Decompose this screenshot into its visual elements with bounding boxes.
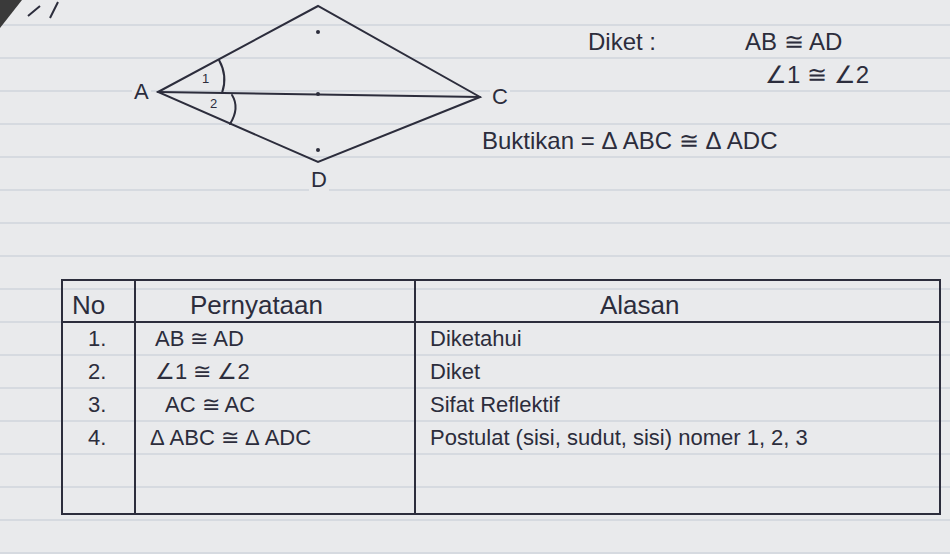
angle-number: 2 bbox=[208, 97, 219, 111]
table-cell: AC ≅ AC bbox=[165, 388, 255, 421]
row-number: 3. bbox=[88, 388, 106, 421]
row-number: 1. bbox=[88, 322, 106, 355]
ruled-line bbox=[0, 552, 950, 553]
ruled-line bbox=[0, 519, 950, 520]
vertex-label: C bbox=[490, 85, 510, 109]
row-number: 2. bbox=[88, 355, 106, 388]
ruled-line bbox=[0, 354, 950, 355]
tick-dot bbox=[316, 92, 320, 96]
table-cell: Postulat (sisi, sudut, sisi) nomer 1, 2,… bbox=[430, 421, 810, 454]
angle-arc bbox=[219, 60, 224, 93]
given-statement: AB ≅ AD bbox=[745, 25, 842, 58]
table-header: Pernyataan bbox=[190, 289, 323, 322]
ruled-line bbox=[0, 387, 950, 388]
table-cell: Sifat Reflektif bbox=[430, 388, 560, 421]
vertex-label: A bbox=[132, 80, 151, 104]
table-cell: Δ ABC ≅ Δ ADC bbox=[150, 421, 311, 454]
row-number: 4. bbox=[88, 421, 106, 454]
ruled-line bbox=[0, 189, 950, 190]
ruled-line bbox=[0, 288, 950, 289]
given-heading: Diket : bbox=[588, 25, 656, 58]
table-cell: Diketahui bbox=[430, 322, 522, 355]
tick-dot bbox=[316, 30, 320, 34]
table-cell: AB ≅ AD bbox=[155, 322, 244, 355]
table-cell: Diket bbox=[430, 355, 480, 388]
angle-number: 1 bbox=[200, 72, 211, 86]
table-border bbox=[62, 280, 940, 514]
table-column-line bbox=[134, 280, 136, 514]
given-statement: ∠1 ≅ ∠2 bbox=[765, 58, 869, 91]
ruled-line bbox=[0, 24, 950, 25]
ruled-line bbox=[0, 321, 950, 322]
prove-statement: Buktikan = Δ ABC ≅ Δ ADC bbox=[482, 124, 778, 157]
table-header: Alasan bbox=[600, 289, 680, 322]
angle-arc bbox=[230, 95, 236, 124]
ruled-line bbox=[0, 453, 950, 454]
diagonal-ac bbox=[158, 92, 480, 97]
ruled-line bbox=[0, 156, 950, 157]
ruled-line bbox=[0, 486, 950, 487]
table-header: No bbox=[72, 289, 105, 322]
vertex-label: D bbox=[309, 168, 329, 192]
table-cell: ∠1 ≅ ∠2 bbox=[155, 355, 250, 388]
ruled-line bbox=[0, 123, 950, 124]
ruled-line bbox=[0, 222, 950, 223]
table-header-line bbox=[62, 321, 940, 323]
photo-corner bbox=[0, 0, 22, 28]
quadrilateral bbox=[158, 6, 480, 162]
ruled-line bbox=[0, 255, 950, 256]
table-column-line bbox=[414, 280, 416, 514]
ruled-line bbox=[0, 57, 950, 58]
ruled-line bbox=[0, 420, 950, 421]
scribble bbox=[28, 2, 58, 18]
tick-dot bbox=[316, 148, 320, 152]
